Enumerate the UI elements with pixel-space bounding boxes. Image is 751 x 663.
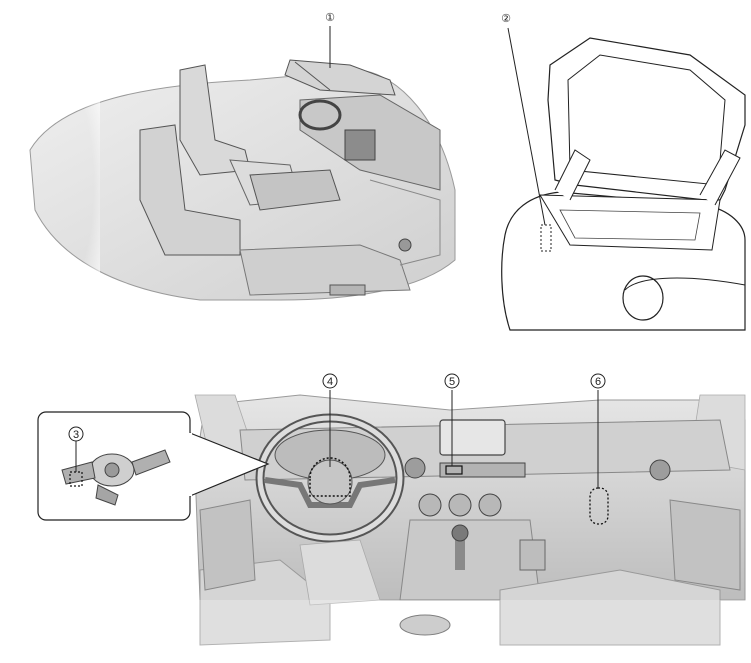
callout-2: ② — [501, 13, 511, 25]
callout-2-label: ② — [501, 13, 511, 25]
callout-5-label: 5 — [449, 376, 455, 388]
callout-1: ① — [325, 12, 335, 24]
callout-1-label: ① — [325, 12, 335, 24]
callout-4: 4 — [322, 373, 338, 389]
callout-3: 3 — [68, 426, 84, 442]
callout-4-label: 4 — [327, 376, 333, 388]
callout-6-label: 6 — [595, 376, 601, 388]
car-overview-illustration — [20, 26, 456, 310]
callout-2-leader — [507, 27, 546, 226]
callout-6: 6 — [590, 373, 606, 389]
dashboard-illustration — [194, 390, 750, 663]
callout-5: 5 — [444, 373, 460, 389]
callout-3-label: 3 — [73, 429, 79, 441]
trunk-illustration — [501, 27, 746, 331]
